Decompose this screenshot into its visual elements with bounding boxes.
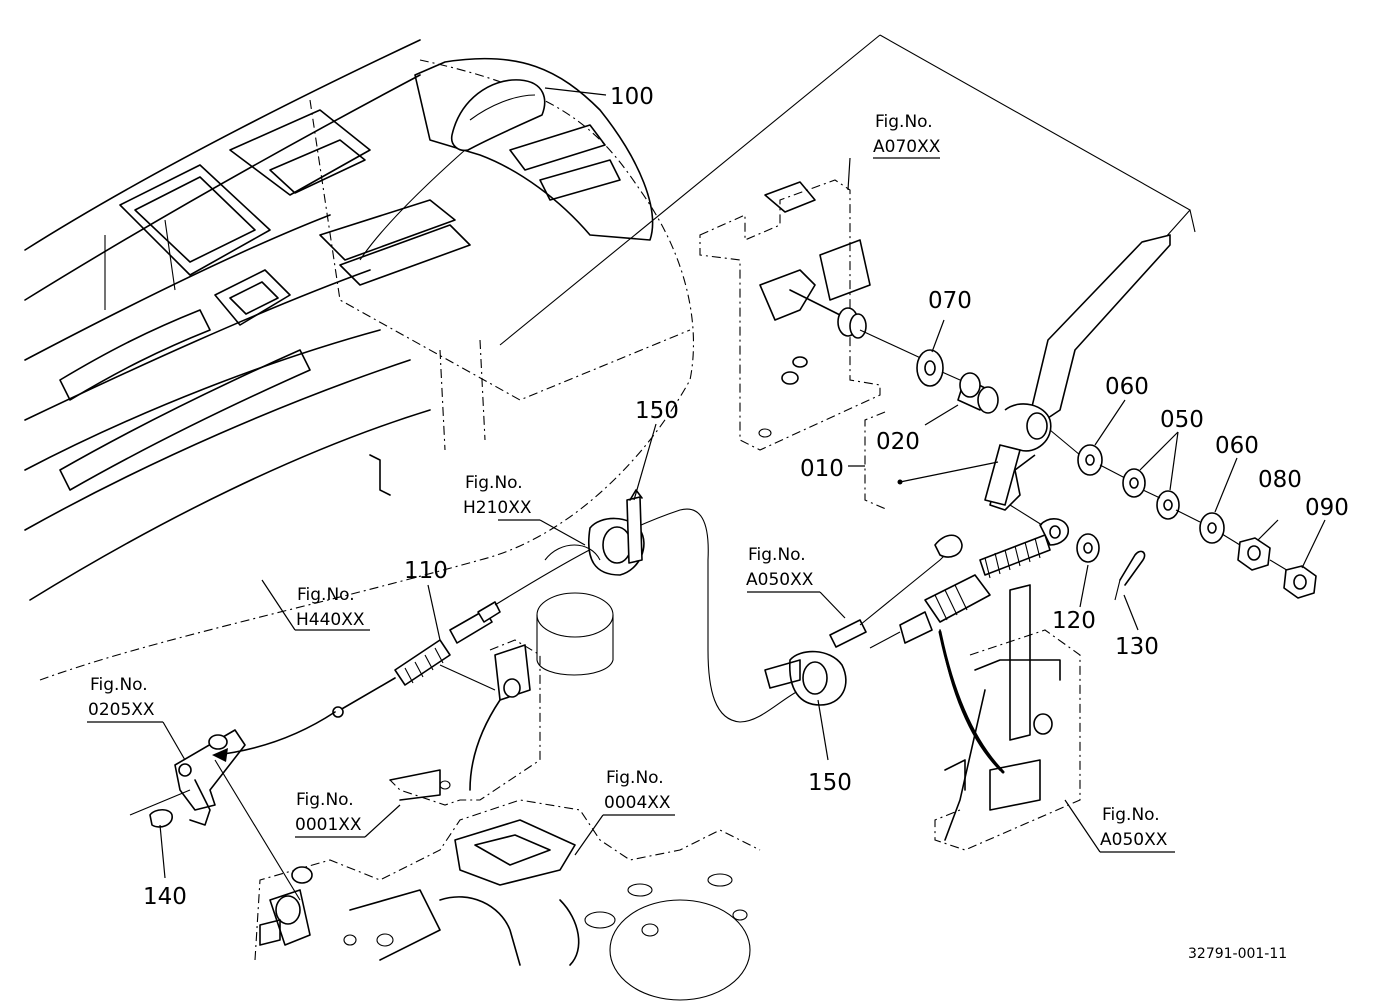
figref-a050b-line2: A050XX <box>1100 830 1168 850</box>
leader-lines <box>87 87 1326 879</box>
cotter-pin-130-part <box>1114 550 1146 601</box>
figref-h210: Fig.No. H210XX <box>463 473 532 518</box>
perspective-frame <box>499 34 1196 346</box>
figref-a070-line1: Fig.No. <box>875 112 933 132</box>
part-label-100: 100 <box>610 84 654 110</box>
part-label-150: 150 <box>635 398 679 424</box>
dashboard-panel <box>24 39 694 681</box>
washer-060-part <box>1077 444 1103 476</box>
part-label-020: 020 <box>876 429 920 455</box>
figref-h440: Fig.No. H440XX <box>296 585 365 630</box>
washer-050-part <box>1122 468 1180 520</box>
part-label-110: 110 <box>404 558 448 584</box>
figref-a070: Fig.No. A070XX <box>873 112 941 157</box>
part-label-150b: 150 <box>808 770 852 796</box>
figref-a050a-line1: Fig.No. <box>748 545 806 565</box>
figref-h210-line1: Fig.No. <box>465 473 523 493</box>
figref-h440-line2: H440XX <box>296 610 365 630</box>
assembly-bracket-010 <box>864 411 999 511</box>
clamp-150-part <box>588 489 645 576</box>
part-label-080: 080 <box>1258 467 1302 493</box>
part-label-060b: 060 <box>1215 433 1259 459</box>
figref-0004-line2: 0004XX <box>604 793 671 813</box>
control-cable-part <box>869 504 1070 774</box>
figref-0205: Fig.No. 0205XX <box>88 675 155 720</box>
lever-knob-part <box>359 79 546 261</box>
bushing-020-part <box>957 372 999 414</box>
part-label-060: 060 <box>1105 374 1149 400</box>
part-label-010: 010 <box>800 456 844 482</box>
figref-a050b-line1: Fig.No. <box>1102 805 1160 825</box>
figref-a050a-line2: A050XX <box>746 570 814 590</box>
clamp-150b-part <box>764 619 867 706</box>
washer-070-part <box>916 349 944 387</box>
figref-a070-line2: A070XX <box>873 137 941 157</box>
part-label-120: 120 <box>1052 608 1096 634</box>
cable-routing-arrow <box>214 711 336 756</box>
nut-080-part <box>1237 537 1271 571</box>
figref-0001: Fig.No. 0001XX <box>295 790 362 835</box>
figref-0205-line2: 0205XX <box>88 700 155 720</box>
cable-stay-bracket <box>389 639 541 806</box>
figref-0001-line2: 0001XX <box>295 815 362 835</box>
nut-090-part <box>1283 565 1317 599</box>
figref-a050-upper: Fig.No. A050XX <box>746 545 814 590</box>
washer-120-part <box>1076 533 1100 563</box>
washer-060b-part <box>1199 512 1225 544</box>
part-label-050: 050 <box>1160 407 1204 433</box>
figref-0001-line1: Fig.No. <box>296 790 354 810</box>
part-label-090: 090 <box>1305 495 1349 521</box>
drawing-number: 32791-001-11 <box>1188 946 1287 962</box>
engine-block <box>254 799 761 1001</box>
figref-a050-lower: Fig.No. A050XX <box>1100 805 1168 850</box>
figref-h210-line2: H210XX <box>463 498 532 518</box>
filter-canister <box>536 544 614 676</box>
figref-0004: Fig.No. 0004XX <box>604 768 671 813</box>
mounting-bracket <box>699 179 926 451</box>
figref-h440-line1: Fig.No. <box>297 585 355 605</box>
cable-bracket <box>934 584 1081 851</box>
shift-lever-part <box>984 234 1171 511</box>
throttle-cable-part <box>332 508 801 723</box>
figref-0004-line1: Fig.No. <box>606 768 664 788</box>
figref-0205-line1: Fig.No. <box>90 675 148 695</box>
part-label-130: 130 <box>1115 634 1159 660</box>
part-label-140: 140 <box>143 884 187 910</box>
part-label-070: 070 <box>928 288 972 314</box>
cable-rod-end <box>934 534 963 558</box>
